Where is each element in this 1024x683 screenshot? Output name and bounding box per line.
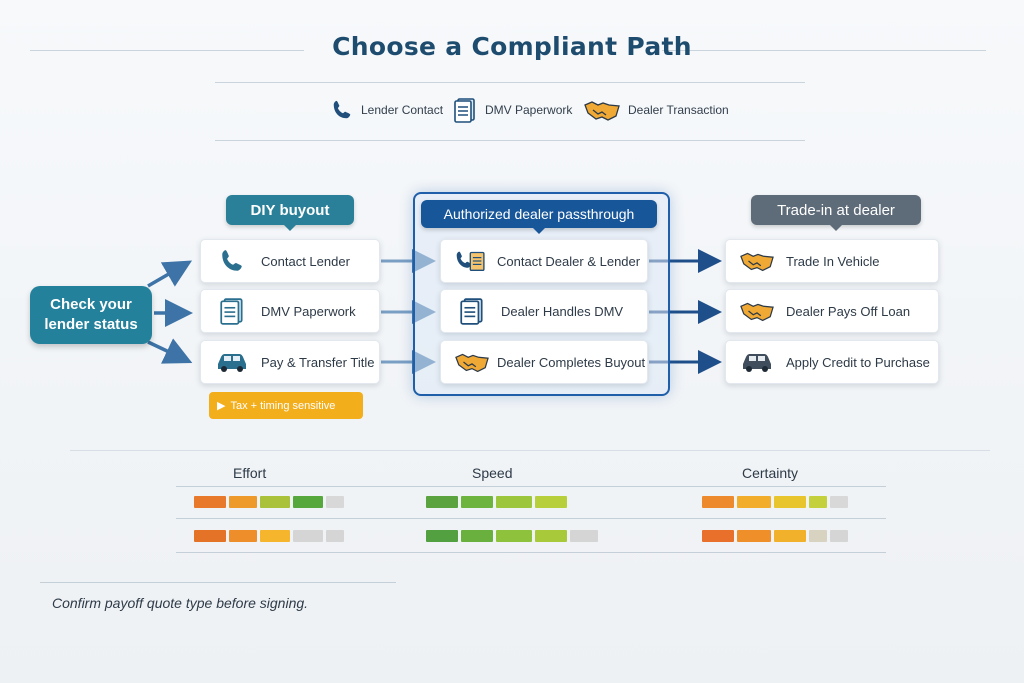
rating-segment — [830, 496, 848, 508]
play-icon: ▶ — [217, 400, 226, 412]
title-rule-left — [30, 50, 304, 51]
legend-label: DMV Paperwork — [485, 103, 573, 117]
step-apply-credit: Apply Credit to Purchase — [725, 340, 939, 384]
rating-segment — [535, 530, 567, 542]
rating-segment — [496, 496, 532, 508]
handshake-icon — [455, 347, 489, 377]
metric-label-certainty: Certainty — [742, 465, 799, 481]
rating-bar — [702, 496, 848, 508]
rating-segment — [830, 530, 848, 542]
rating-bar — [426, 496, 567, 508]
legend-lender-contact: Lender Contact — [331, 96, 443, 124]
rating-segment — [260, 496, 290, 508]
step-label: Contact Lender — [261, 253, 350, 269]
step-contact-lender: Contact Lender — [200, 239, 380, 283]
metrics-rule-1 — [176, 486, 886, 487]
rating-segment — [326, 496, 344, 508]
document-icon — [453, 97, 477, 123]
footer-rule — [40, 582, 396, 583]
tax-timing-badge: ▶ Tax + timing sensitive — [209, 392, 363, 419]
metric-label-speed: Speed — [472, 465, 513, 481]
rating-segment — [702, 530, 734, 542]
phone-document-icon — [455, 246, 489, 276]
step-label: Dealer Pays Off Loan — [786, 303, 911, 319]
page-title: Choose a Compliant Path — [332, 32, 692, 61]
metrics-rule-2 — [176, 518, 886, 519]
rating-bar — [426, 530, 598, 542]
rating-segment — [809, 496, 827, 508]
column-header-dealer-passthrough: Authorized dealer passthrough — [421, 200, 657, 234]
metrics-rule-3 — [176, 552, 886, 553]
rating-segment — [260, 530, 290, 542]
handshake-icon — [584, 99, 620, 121]
rating-segment — [229, 496, 257, 508]
car-icon — [215, 347, 249, 377]
badge-label: Tax + timing sensitive — [230, 399, 336, 412]
rating-bar — [194, 530, 344, 542]
legend-rule-top — [215, 82, 805, 83]
step-dealer-handles-dmv: Dealer Handles DMV — [440, 289, 648, 333]
handshake-icon — [740, 296, 774, 326]
legend-label: Dealer Transaction — [628, 103, 729, 117]
footer-note: Confirm payoff quote type before signing… — [52, 595, 309, 611]
rating-segment — [702, 496, 734, 508]
phone-icon — [331, 98, 353, 122]
rating-bar — [702, 530, 848, 542]
metrics-divider — [70, 450, 990, 451]
step-dealer-completes-buyout: Dealer Completes Buyout — [440, 340, 648, 384]
rating-segment — [326, 530, 344, 542]
rating-segment — [426, 530, 458, 542]
rating-segment — [194, 496, 226, 508]
rating-segment — [293, 496, 323, 508]
legend-dealer-transaction: Dealer Transaction — [584, 96, 729, 124]
car-icon — [740, 347, 774, 377]
legend-rule-bottom — [215, 140, 805, 141]
column-header-trade-in: Trade-in at dealer — [751, 195, 921, 231]
rating-segment — [737, 496, 771, 508]
rating-segment — [774, 496, 806, 508]
document-icon — [215, 296, 249, 326]
step-dmv-paperwork: DMV Paperwork — [200, 289, 380, 333]
start-arrows — [147, 260, 193, 364]
legend-dmv-paperwork: DMV Paperwork — [453, 96, 572, 124]
rating-segment — [774, 530, 806, 542]
rating-segment — [194, 530, 226, 542]
metric-label-effort: Effort — [233, 465, 267, 481]
rating-segment — [496, 530, 532, 542]
phone-icon — [215, 246, 249, 276]
legend-label: Lender Contact — [361, 103, 444, 117]
rating-segment — [809, 530, 827, 542]
title-rule-right — [662, 50, 986, 51]
rating-bar — [194, 496, 344, 508]
rating-segment — [426, 496, 458, 508]
rating-segment — [293, 530, 323, 542]
step-label: Trade In Vehicle — [786, 253, 880, 269]
step-label: Dealer Completes Buyout — [497, 354, 646, 370]
step-label: Dealer Handles DMV — [501, 303, 624, 319]
step-label: Pay & Transfer Title — [261, 354, 375, 370]
step-trade-in-vehicle: Trade In Vehicle — [725, 239, 939, 283]
handshake-icon — [740, 246, 774, 276]
step-label: Apply Credit to Purchase — [786, 354, 930, 370]
step-label: DMV Paperwork — [261, 303, 356, 319]
rating-segment — [570, 530, 598, 542]
rating-segment — [229, 530, 257, 542]
document-icon — [455, 296, 489, 326]
rating-segment — [461, 496, 493, 508]
rating-segment — [535, 496, 567, 508]
rating-segment — [461, 530, 493, 542]
step-label: Contact Dealer & Lender — [497, 253, 641, 269]
start-node: Check your lender status — [30, 286, 152, 344]
step-dealer-pays-off-loan: Dealer Pays Off Loan — [725, 289, 939, 333]
column-header-diy: DIY buyout — [226, 195, 354, 231]
step-pay-transfer-title: Pay & Transfer Title — [200, 340, 380, 384]
step-contact-dealer-lender: Contact Dealer & Lender — [440, 239, 648, 283]
rating-segment — [737, 530, 771, 542]
